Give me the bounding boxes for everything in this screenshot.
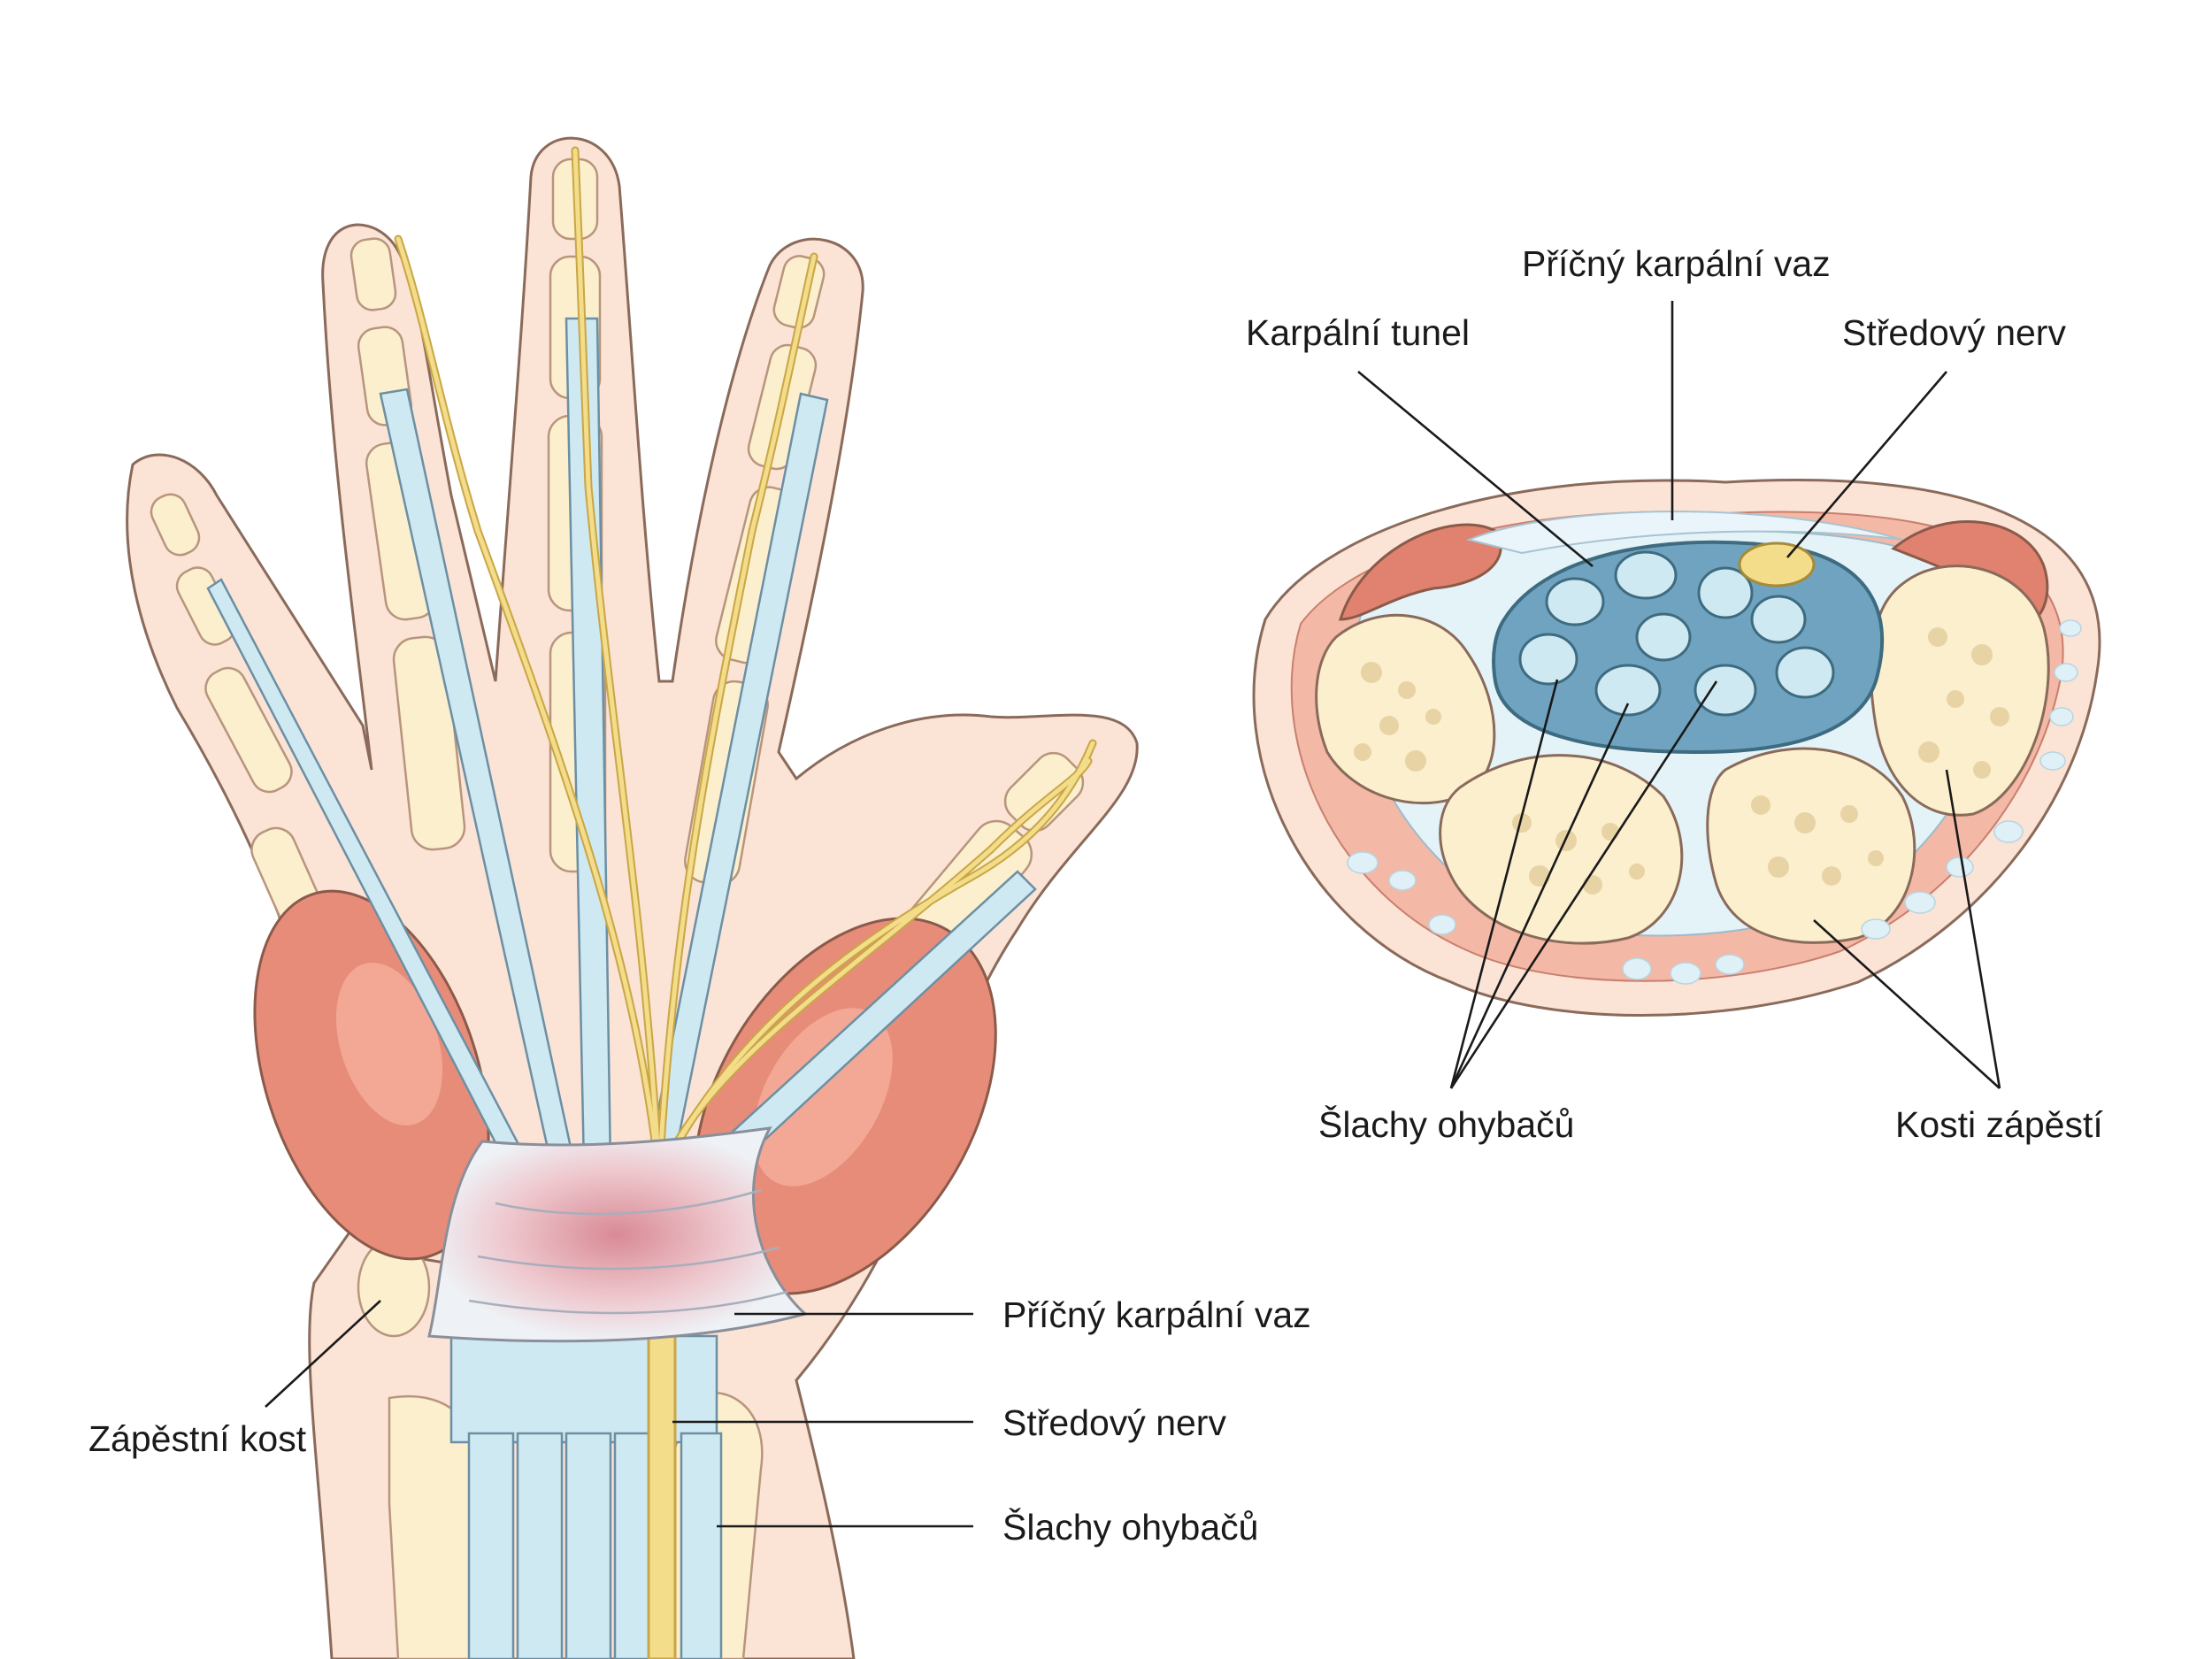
label-carpal-bone: Zápěstní kost xyxy=(88,1418,307,1459)
ligament-striations xyxy=(468,1188,788,1315)
label-carpal-tunnel: Karpální tunel xyxy=(1246,312,1470,353)
cross-section-ligament xyxy=(1465,511,1903,555)
transverse-carpal-ligament xyxy=(427,1126,809,1343)
cross-section-leader-lines xyxy=(1357,301,2001,1089)
forearm-tendon-bundle xyxy=(449,1334,723,1659)
label-transverse-ligament-section: Příčný karpální vaz xyxy=(1522,243,1831,284)
hand-median-nerve-fill xyxy=(396,148,1095,1179)
label-wrist-bones: Kosti zápěstí xyxy=(1895,1104,2103,1145)
tunnel-tendons xyxy=(1518,550,1835,717)
label-flexor-tendons-section: Šlachy ohybačů xyxy=(1318,1104,1574,1145)
cross-section-muscle-left xyxy=(1338,523,1502,621)
cross-section-illustration xyxy=(1252,479,2101,1017)
hand-flexor-tendons xyxy=(206,317,1037,1179)
label-transverse-ligament-hand: Příčný karpální vaz xyxy=(1002,1294,1311,1335)
vessel-dots xyxy=(1347,619,2082,985)
label-median-nerve-hand: Středový nerv xyxy=(1002,1402,1226,1443)
hand-illustration xyxy=(126,136,1139,1659)
bone-texture xyxy=(1354,627,2009,895)
cross-section-median-nerve xyxy=(1738,541,1816,588)
hand-leader-lines xyxy=(265,1300,973,1528)
bone-bottom-right xyxy=(1706,747,1916,944)
label-flexor-tendons-hand: Šlachy ohybačů xyxy=(1002,1507,1258,1548)
label-median-nerve-section: Středový nerv xyxy=(1842,312,2066,353)
